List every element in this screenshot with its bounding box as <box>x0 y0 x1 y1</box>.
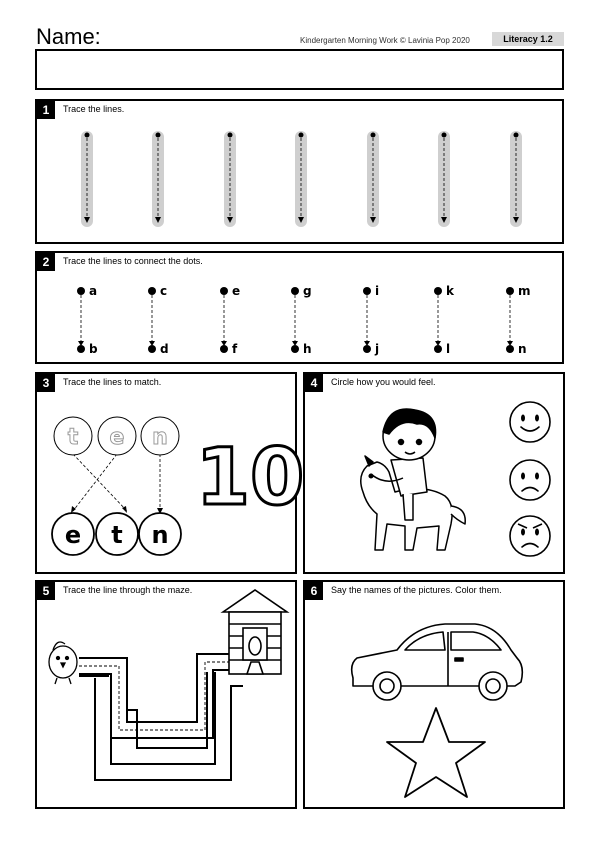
section-6-color: 6 Say the names of the pictures. Color t… <box>303 580 565 809</box>
match-letter: n <box>151 521 168 549</box>
traceable-letter: e <box>110 425 125 450</box>
car-image <box>350 623 524 701</box>
dot-letter: k <box>446 284 455 298</box>
section-title: Circle how you would feel. <box>331 377 436 387</box>
section-number: 1 <box>37 101 55 119</box>
dot-letter: g <box>303 284 312 298</box>
letter-circle-top[interactable]: e <box>97 416 137 456</box>
dot-pair[interactable]: kl <box>434 284 455 356</box>
trace-line[interactable] <box>152 131 164 227</box>
star-image <box>386 707 486 798</box>
dot-pair[interactable]: gh <box>291 284 312 356</box>
dot-letter: f <box>232 342 238 356</box>
dot-letter: c <box>160 284 167 298</box>
section-number: 3 <box>37 374 55 392</box>
sad-face-icon[interactable] <box>509 459 551 501</box>
section-2-connect-dots: 2 Trace the lines to connect the dots. a… <box>35 251 564 364</box>
match-letter: e <box>65 521 81 549</box>
trace-line[interactable] <box>295 131 307 227</box>
big-number-10: 10 <box>196 433 305 523</box>
dot-letter: m <box>518 284 531 298</box>
dot-letter: j <box>374 342 379 356</box>
dot-pair[interactable]: cd <box>148 284 169 356</box>
letter-circle-bottom[interactable]: e <box>51 512 95 556</box>
name-label: Name: <box>36 24 101 49</box>
trace-line[interactable] <box>81 131 93 227</box>
letter-circle-top[interactable]: n <box>140 416 180 456</box>
maze-graphic <box>48 589 290 781</box>
boy-on-horse-image <box>360 408 466 551</box>
hen-house-image <box>220 589 290 675</box>
dot-pair[interactable]: ij <box>363 284 379 356</box>
match-graphic: t e n e t n 10 <box>51 416 306 556</box>
color-pictures-graphic <box>350 623 524 798</box>
section-4-feelings: 4 Circle how you would feel. <box>303 372 565 574</box>
section-number: 2 <box>37 253 55 271</box>
traceable-letter: t <box>68 425 79 450</box>
letter-circle-bottom[interactable]: n <box>138 512 182 556</box>
dot-letter: e <box>232 284 240 298</box>
trace-line[interactable] <box>510 131 522 227</box>
section-5-maze: 5 Trace the line through the maze. <box>35 580 297 809</box>
angry-face-icon[interactable] <box>509 515 551 557</box>
letter-circle-top[interactable]: t <box>53 416 93 456</box>
credit-text: Kindergarten Morning Work © Lavinia Pop … <box>300 36 470 45</box>
traceable-letter: n <box>152 425 168 450</box>
dot-letter: l <box>446 342 450 356</box>
letter-circle-bottom[interactable]: t <box>95 512 139 556</box>
section-title: Trace the lines. <box>63 104 125 114</box>
section-1-trace-lines: 1 Trace the lines. <box>35 99 564 244</box>
feelings-graphic <box>360 401 551 557</box>
literacy-badge: Literacy 1.2 <box>492 32 564 46</box>
section-title: Trace the lines to match. <box>63 377 162 387</box>
section-title: Trace the lines to connect the dots. <box>63 256 203 266</box>
dot-letter: a <box>89 284 97 298</box>
trace-lines-graphic <box>81 131 522 227</box>
name-field[interactable] <box>35 49 564 90</box>
section-number: 5 <box>37 582 55 600</box>
dot-letter: n <box>518 342 527 356</box>
section-number: 6 <box>305 582 323 600</box>
match-letter: t <box>111 521 122 549</box>
dot-letter: b <box>89 342 98 356</box>
trace-line[interactable] <box>438 131 450 227</box>
dot-letter: h <box>303 342 312 356</box>
section-number: 4 <box>305 374 323 392</box>
dot-pair[interactable]: ef <box>220 284 240 356</box>
dot-pair[interactable]: mn <box>506 284 531 356</box>
chick-image <box>48 641 78 685</box>
trace-line[interactable] <box>224 131 236 227</box>
dot-pair[interactable]: ab <box>77 284 98 356</box>
section-3-match: 3 Trace the lines to match. t e n e t n 10 <box>35 372 306 574</box>
trace-line[interactable] <box>367 131 379 227</box>
dot-letter: i <box>375 284 379 298</box>
dot-letter: d <box>160 342 169 356</box>
section-title: Say the names of the pictures. Color the… <box>331 585 502 595</box>
section-title: Trace the line through the maze. <box>63 585 193 595</box>
happy-face-icon[interactable] <box>509 401 551 443</box>
